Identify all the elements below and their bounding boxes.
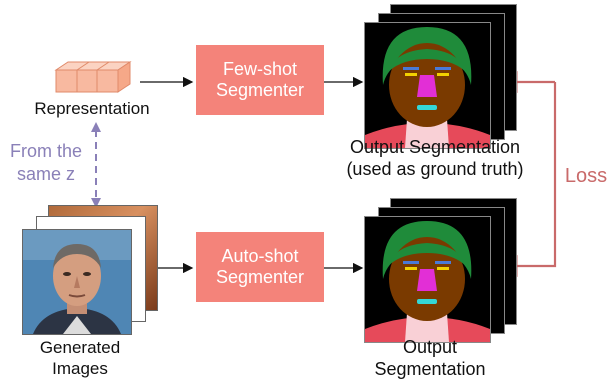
few-shot-line1: Few-shot <box>222 59 298 79</box>
same-z-dashed-arrow <box>91 122 101 208</box>
output-gt-line1: Output Segmentation <box>349 137 521 157</box>
generated-line1: Generated <box>39 338 121 357</box>
generated-images-label: Generated Images <box>20 337 140 379</box>
output-gt-label: Output Segmentation (used as ground trut… <box>320 136 550 180</box>
seg-bottom-front <box>364 216 491 343</box>
face-photo-icon <box>23 230 131 334</box>
representation-label: Representation <box>34 99 150 118</box>
output-line2: Segmentation <box>374 359 486 379</box>
auto-shot-segmenter-box: Auto-shot Segmenter <box>196 232 324 302</box>
from-same-z-line1: From the <box>9 141 83 161</box>
representation-block-icon <box>54 61 132 93</box>
loss-label: Loss <box>564 165 608 187</box>
few-shot-line2: Segmenter <box>215 80 305 100</box>
from-same-z-label: From the same z <box>4 140 88 186</box>
output-segmentation-label: Output Segmentation <box>360 336 500 380</box>
seg-top-front <box>364 22 491 149</box>
few-shot-segmenter-box: Few-shot Segmenter <box>196 45 324 115</box>
auto-shot-line1: Auto-shot <box>221 246 299 266</box>
output-line1: Output <box>402 337 458 357</box>
from-same-z-line2: same z <box>16 164 76 184</box>
auto-shot-line2: Segmenter <box>215 267 305 287</box>
segmentation-map-icon <box>365 217 490 342</box>
generated-image-front <box>22 229 132 335</box>
segmentation-map-icon <box>365 23 490 148</box>
generated-line2: Images <box>52 359 108 378</box>
output-gt-line2: (used as ground truth) <box>346 159 524 179</box>
